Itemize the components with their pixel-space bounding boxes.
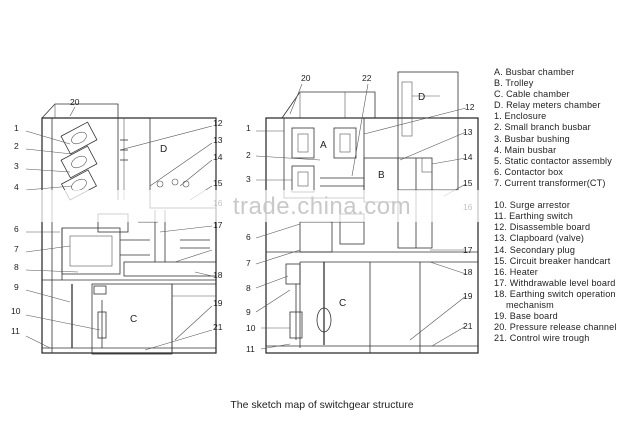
legend-item: mechanism	[506, 299, 554, 310]
callout-number: 21	[463, 321, 473, 331]
callout-number: 17	[463, 245, 473, 255]
left-view: D C 20 1 2 3 4 6 7 8 9 10 11 12	[11, 97, 223, 355]
callout-number: 21	[213, 322, 223, 332]
callout-number: 15	[213, 178, 223, 188]
legend-item: 14. Secondary plug	[494, 244, 576, 255]
zone-label: C	[339, 298, 346, 309]
callout-number: 9	[14, 282, 19, 292]
legend-item	[494, 189, 640, 200]
legend-item: 4. Main busbar	[494, 144, 557, 155]
callout-number: 8	[14, 262, 19, 272]
legend-item: C. Cable chamber	[494, 89, 570, 100]
legend-item: 16. Heater	[494, 266, 538, 277]
callout-number: 22	[362, 73, 372, 83]
callout-number: 4	[14, 182, 19, 192]
callout-number: 3	[14, 161, 19, 171]
callout-number: 3	[246, 174, 251, 184]
callout-number: 14	[463, 152, 473, 162]
legend-item: 1. Enclosure	[494, 111, 547, 122]
legend-item: A. Busbar chamber	[494, 67, 575, 77]
legend-item: 17. Withdrawable level board	[494, 277, 616, 288]
busbar-bushings-left	[60, 121, 98, 201]
callout-number: 6	[14, 224, 19, 234]
legend-item: 21. Control wire trough	[494, 333, 590, 344]
callout-number: 17	[213, 220, 223, 230]
zone-label: A	[320, 140, 327, 151]
legend-item: 13. Clapboard (valve)	[494, 233, 585, 244]
legend-item: 11. Earthing switch	[494, 211, 574, 222]
figure-caption: The sketch map of switchgear structure	[230, 399, 414, 411]
callout-number: 13	[463, 127, 473, 137]
zone-label: D	[418, 92, 425, 103]
watermark-band	[0, 190, 644, 222]
callout-number: 14	[213, 152, 223, 162]
callout-number: 12	[465, 102, 475, 112]
callout-number: 11	[246, 344, 255, 354]
legend-item: 20. Pressure release channel	[494, 322, 617, 333]
callout-number: 15	[463, 178, 473, 188]
watermark: trade.china.com	[232, 193, 412, 220]
callout-number: 18	[463, 267, 473, 277]
legend-item: 2. Small branch busbar	[494, 122, 591, 133]
legend-item: 18. Earthing switch operation	[494, 288, 616, 299]
callout-number: 19	[463, 291, 473, 301]
legend-item: 5. Static contactor assembly	[494, 155, 612, 166]
callout-number: 11	[11, 326, 20, 336]
legend-item: D. Relay meters chamber	[494, 100, 601, 111]
callout-number: 18	[213, 270, 223, 280]
zone-label: D	[160, 144, 167, 155]
callout-number: 20	[70, 97, 80, 107]
legend-item: 7. Current transformer(CT)	[494, 177, 606, 188]
legend-item: B. Trolley	[494, 78, 534, 89]
callout-number: 20	[301, 73, 311, 83]
callout-number: 7	[14, 244, 19, 254]
legend-item: 3. Busbar bushing	[494, 133, 570, 144]
callout-number: 7	[246, 258, 251, 268]
callout-number: 8	[246, 283, 251, 293]
legend-item: 19. Base board	[494, 311, 558, 322]
zone-label: B	[378, 170, 385, 181]
legend-item: 6. Contactor box	[494, 166, 564, 177]
legend-item: 10. Surge arrestor	[494, 200, 570, 211]
callout-number: 10	[246, 323, 256, 333]
callout-number: 10	[11, 306, 21, 316]
callout-number: 6	[246, 232, 251, 242]
callout-number: 2	[246, 150, 251, 160]
callout-number: 13	[213, 135, 223, 145]
zone-label: C	[130, 314, 137, 325]
callout-number: 2	[14, 141, 19, 151]
callout-number: 9	[246, 307, 251, 317]
legend-item: 12. Disassemble board	[494, 222, 591, 233]
callout-number: 1	[14, 123, 19, 133]
callout-number: 1	[246, 123, 251, 133]
callout-number: 19	[213, 298, 223, 308]
callout-number: 12	[213, 118, 223, 128]
legend-item: 15. Circuit breaker handcart	[494, 255, 611, 266]
